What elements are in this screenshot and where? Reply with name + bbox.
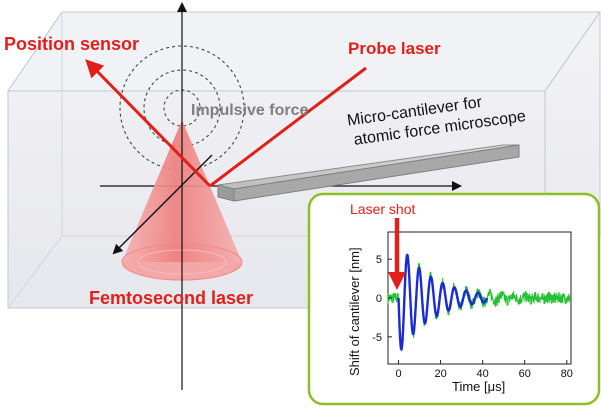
impulsive-force-label: Impulsive force <box>191 102 308 119</box>
inset-chart: 0 20 40 60 80 5 0 -5 <box>372 231 573 380</box>
position-sensor-label: Position sensor <box>4 34 139 54</box>
y-tick-label: -5 <box>372 332 382 344</box>
probe-laser-label: Probe laser <box>348 39 441 58</box>
laser-shot-label: Laser shot <box>350 201 415 217</box>
reflected-beam <box>85 59 212 188</box>
x-tick-label: 0 <box>395 368 401 380</box>
x-tick-label: 80 <box>561 368 573 380</box>
micro-cantilever <box>217 144 520 202</box>
x-tick-label: 20 <box>434 368 446 380</box>
probe-laser-beam <box>209 66 367 188</box>
inset-panel: Laser shot 0 20 40 60 80 5 0 -5 Shift of cantil… <box>307 192 601 406</box>
femtosecond-laser-label: Femtosecond laser <box>89 288 253 308</box>
fit-series-line <box>397 253 488 351</box>
inset-x-label: Time [μs] <box>452 379 505 394</box>
x-tick-label: 60 <box>519 368 531 380</box>
x-tick-label: 40 <box>477 368 489 380</box>
inset-y-label: Shift of cantilever [nm] <box>347 247 362 376</box>
y-tick-label: 0 <box>376 293 382 305</box>
y-tick-label: 5 <box>376 254 382 266</box>
measured-series-line <box>387 253 572 352</box>
